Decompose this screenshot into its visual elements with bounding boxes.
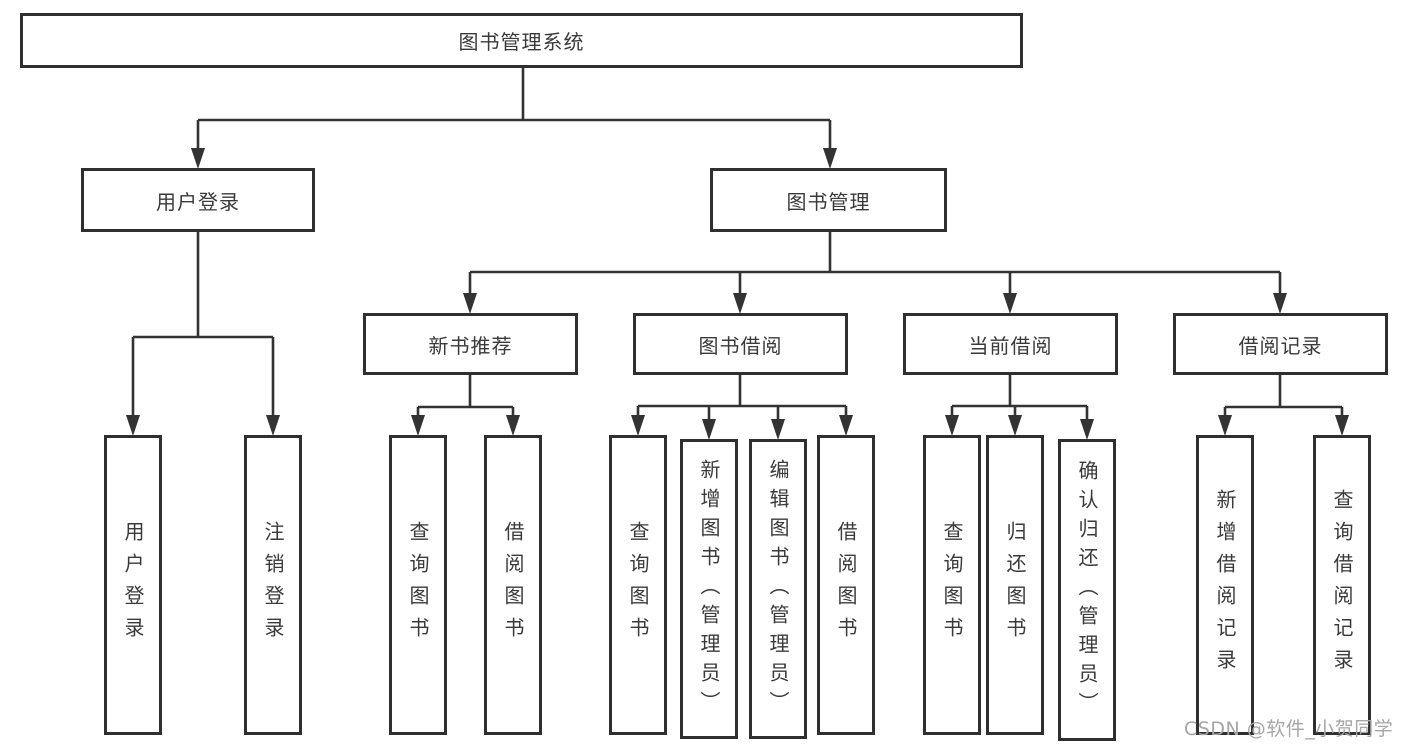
arrowheads (126, 148, 1349, 440)
leaf-user-login: 用户登录 (104, 435, 162, 735)
connector-user-login (131, 232, 275, 429)
connector-current-borrow (950, 375, 1089, 433)
node-book-management: 图书管理 (710, 168, 947, 232)
connector-book-management (468, 232, 1282, 307)
leaf-nbr-query-books: 查询图书 (389, 435, 447, 735)
node-user-login: 用户登录 (81, 168, 315, 232)
node-book-borrow: 图书借阅 (633, 313, 848, 375)
leaf-cb-return-books: 归还图书 (986, 435, 1044, 735)
leaf-nbr-borrow-books: 借阅图书 (484, 435, 542, 735)
watermark: CSDN @软件_小贺同学 (1184, 718, 1394, 740)
connector-root (196, 68, 832, 162)
leaf-bb-borrow-books: 借阅图书 (817, 435, 875, 735)
node-borrow-records: 借阅记录 (1173, 313, 1388, 375)
connector-book-borrow (636, 375, 848, 433)
connector-borrow-records (1223, 375, 1344, 429)
leaf-br-query-record: 查询借阅记录 (1313, 435, 1371, 735)
leaf-bb-add-books-admin: 新增图书（管理员） (680, 439, 738, 739)
node-root: 图书管理系统 (20, 13, 1023, 68)
leaf-bb-edit-books-admin: 编辑图书（管理员） (749, 439, 807, 739)
node-new-book-recommend: 新书推荐 (363, 313, 578, 375)
leaf-br-add-record: 新增借阅记录 (1196, 435, 1254, 735)
node-current-borrow: 当前借阅 (903, 313, 1118, 375)
leaf-bb-query-books: 查询图书 (609, 435, 667, 735)
connector-new-book (416, 375, 515, 429)
leaf-cb-query-books: 查询图书 (923, 435, 981, 735)
leaf-cb-confirm-return-admin: 确认归还（管理员） (1058, 439, 1116, 741)
leaf-logout: 注销登录 (244, 435, 302, 735)
